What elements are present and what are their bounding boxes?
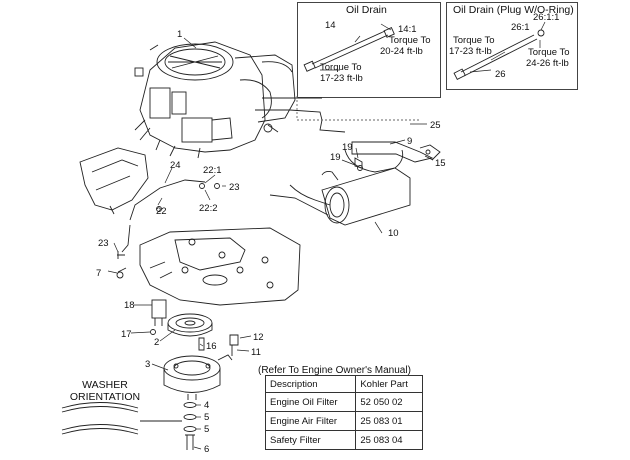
callout-17: 17 xyxy=(121,329,132,340)
callout-26: 26 xyxy=(495,69,506,80)
engine-manual-note: (Refer To Engine Owner's Manual) xyxy=(258,365,411,376)
callout-24: 24 xyxy=(170,160,181,171)
left-bracket-drawing xyxy=(79,147,220,253)
callout-6: 6 xyxy=(204,444,209,455)
callout-22-2: 22:2 xyxy=(199,203,218,214)
callout-numbers: 1 25 9 15 19 19 10 24 22:1 23 22:2 22 23… xyxy=(96,12,570,455)
header-kohler-part: Kohler Part xyxy=(355,375,423,393)
table-row: Safety Filter 25 083 04 xyxy=(264,430,423,450)
electric-clutch-drawing xyxy=(163,354,233,400)
row-part-number: 52 050 02 xyxy=(355,392,423,412)
filter-parts-table: Description Kohler Part Engine Oil Filte… xyxy=(264,375,423,450)
oil-drain-inset: Oil Drain xyxy=(297,2,441,98)
washer-orientation-drawing xyxy=(61,402,182,435)
washer-orientation-line2: ORIENTATION xyxy=(69,391,141,403)
callout-2: 2 xyxy=(154,337,159,348)
callout-3: 3 xyxy=(145,359,150,370)
muffler-bracket-drawing xyxy=(351,141,441,171)
callout-25: 25 xyxy=(430,120,441,131)
callout-5-b: 5 xyxy=(204,424,209,435)
plug-torque-right-2: 24-26 ft-lb xyxy=(526,58,569,69)
oil-drain-plug-inset: Oil Drain (Plug W/O-Ring) xyxy=(446,2,578,90)
oil-drain-title: Oil Drain xyxy=(346,4,387,16)
muffler-drawing xyxy=(255,97,411,226)
oil-drain-plug-drawing xyxy=(453,29,545,80)
oil-drain-hose-drawing xyxy=(303,27,395,72)
oil-drain-torque-top-1: Torque To xyxy=(389,35,431,46)
callout-12: 12 xyxy=(253,332,264,343)
dashed-leader xyxy=(296,96,420,121)
row-description: Engine Air Filter xyxy=(264,411,357,431)
row-description: Engine Oil Filter xyxy=(264,392,357,412)
plug-torque-right-1: Torque To xyxy=(528,47,570,58)
clutch-pulley-drawing xyxy=(167,313,213,337)
washer-orientation-line1: WASHER xyxy=(82,379,128,391)
callout-5-a: 5 xyxy=(204,412,209,423)
leader-lines xyxy=(107,21,546,450)
callout-10: 10 xyxy=(388,228,399,239)
callout-15: 15 xyxy=(435,158,446,169)
callout-19-b: 19 xyxy=(330,152,341,163)
callout-19-a: 19 xyxy=(342,142,353,153)
oil-drain-torque-bottom-2: 17-23 ft-lb xyxy=(320,73,363,84)
engine-drawing xyxy=(134,41,296,159)
oil-drain-torque-bottom-1: Torque To xyxy=(320,62,362,73)
plug-torque-left-1: Torque To xyxy=(453,35,495,46)
callout-1: 1 xyxy=(177,29,182,40)
callout-9: 9 xyxy=(407,136,412,147)
callout-16: 16 xyxy=(206,341,217,352)
callout-22: 22 xyxy=(156,206,167,217)
callout-22-1: 22:1 xyxy=(203,165,222,176)
table-row: Engine Air Filter 25 083 01 xyxy=(264,411,423,431)
washer-stack-drawing xyxy=(183,402,197,450)
callout-18: 18 xyxy=(124,300,135,311)
row-part-number: 25 083 01 xyxy=(355,411,423,431)
plug-torque-left-2: 17-23 ft-lb xyxy=(449,46,492,57)
washer-orientation-label: WASHER ORIENTATION xyxy=(60,379,150,403)
callout-11: 11 xyxy=(251,347,261,358)
callout-4: 4 xyxy=(204,400,209,411)
oil-drain-plug-title: Oil Drain (Plug W/O-Ring) xyxy=(453,4,574,16)
callout-26-1: 26:1 xyxy=(511,22,530,33)
header-description: Description xyxy=(264,375,357,393)
callout-23-a: 23 xyxy=(229,182,240,193)
table-row: Engine Oil Filter 52 050 02 xyxy=(264,392,423,412)
oil-drain-torque-top-2: 20-24 ft-lb xyxy=(380,46,423,57)
table-header-row: Description Kohler Part xyxy=(264,375,423,393)
callout-23-b: 23 xyxy=(98,238,109,249)
callout-14-1: 14:1 xyxy=(398,24,417,35)
fastener-drawings xyxy=(116,251,239,356)
row-part-number: 25 083 04 xyxy=(355,430,423,450)
callout-26-1-1: 26:1:1 xyxy=(533,12,559,23)
deck-plate-drawing xyxy=(139,227,301,306)
callout-7: 7 xyxy=(96,268,101,279)
row-description: Safety Filter xyxy=(264,430,357,450)
callout-14: 14 xyxy=(325,20,336,31)
